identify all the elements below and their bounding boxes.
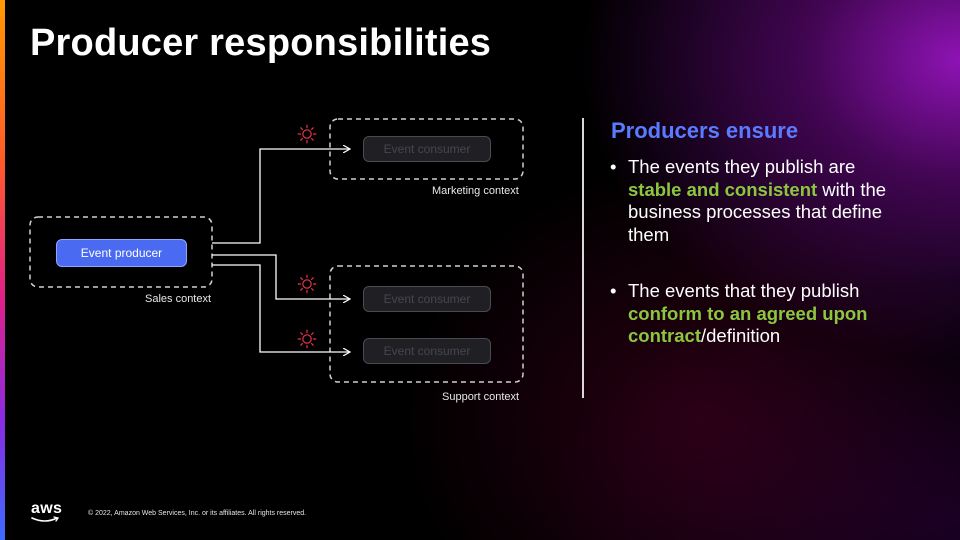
bullet-text: /definition (701, 325, 781, 346)
bullet-highlight: stable and consistent (628, 178, 818, 200)
support-event-consumer-node-1: Event consumer (363, 286, 491, 312)
event-burst-icon (297, 124, 317, 144)
producers-ensure-heading: Producers ensure (611, 118, 799, 143)
list-item: The events that they publish conform to … (608, 280, 908, 348)
bullet-highlight: conform to an agreed upon contract (628, 302, 868, 347)
marketing-event-consumer-node: Event consumer (363, 136, 491, 162)
connector-to-support-1 (212, 254, 350, 299)
sales-context-label: Sales context (145, 293, 212, 305)
connector-to-support-2 (212, 264, 350, 352)
slide-title: Producer responsibilities (30, 22, 492, 64)
event-burst-icon (297, 329, 317, 349)
bullet-text: The events that they publish (628, 280, 860, 301)
event-burst-icon (297, 274, 317, 294)
support-event-consumer-node-2: Event consumer (363, 338, 491, 364)
responsibility-list: The events they publish are stable and c… (608, 156, 908, 348)
aws-logo: aws (31, 500, 63, 524)
aws-logo-text: aws (31, 500, 63, 517)
list-item: The events they publish are stable and c… (608, 156, 908, 246)
accent-edge-bar (0, 0, 5, 540)
event-producer-node: Event producer (56, 239, 187, 267)
copyright-footer: © 2022, Amazon Web Services, Inc. or its… (88, 510, 307, 517)
aws-smile-icon (31, 516, 60, 522)
connector-to-marketing (212, 149, 350, 244)
section-divider (582, 118, 584, 398)
support-context-boundary (329, 265, 524, 383)
bullet-text: The events they publish are (628, 156, 856, 177)
marketing-context-label: Marketing context (432, 185, 519, 197)
bullet-text: with the business processes that define … (628, 178, 887, 245)
sales-context-boundary (29, 216, 213, 288)
marketing-context-boundary (329, 118, 524, 180)
support-context-label: Support context (442, 391, 520, 403)
